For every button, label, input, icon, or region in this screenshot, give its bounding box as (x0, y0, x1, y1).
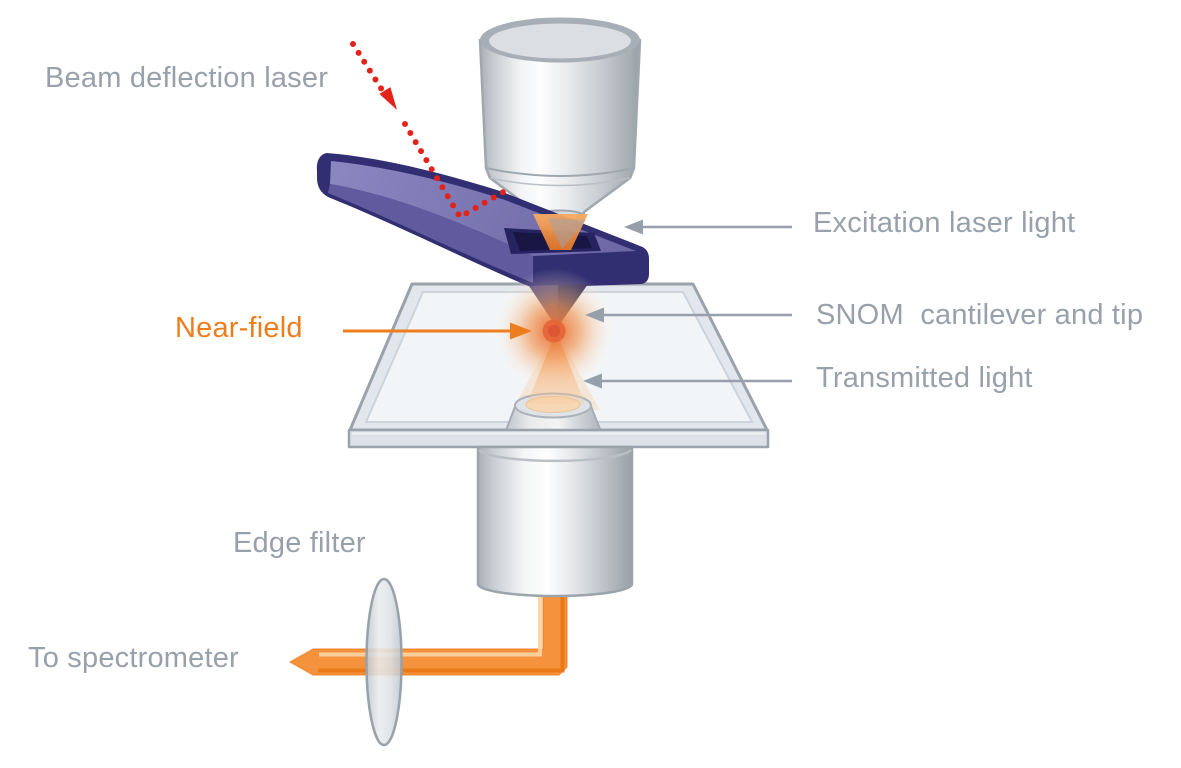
laser-arrowhead (379, 87, 397, 110)
slide-edge-band (347, 428, 770, 449)
beam-deflection-laser-path (350, 41, 508, 222)
label-edge-filter: Edge filter (233, 527, 366, 559)
transmitted-light-arrow (583, 373, 792, 389)
label-to-spectrometer: To spectrometer (28, 642, 239, 674)
objective-top-face (489, 23, 631, 59)
label-beam-deflection-laser: Beam deflection laser (45, 62, 329, 94)
near-field-arrow (343, 322, 532, 340)
beam-highlight (319, 588, 542, 657)
excitation-light-cone (533, 214, 588, 250)
edge-filter-lens (365, 577, 403, 747)
label-transmitted-light: Transmitted light (816, 362, 1033, 394)
cantilever-side-face (328, 184, 533, 283)
label-excitation-laser-light: Excitation laser light (813, 207, 1076, 239)
snom-cantilever-arrow (585, 307, 792, 323)
label-snom-cantilever-and-tip: SNOM cantilever and tip (816, 299, 1144, 331)
collection-objective (476, 445, 634, 598)
excitation-cone-reflection (548, 218, 586, 249)
label-near-field: Near-field (175, 312, 303, 344)
near-field-glow (491, 268, 617, 394)
excitation-laser-arrow (624, 219, 792, 235)
